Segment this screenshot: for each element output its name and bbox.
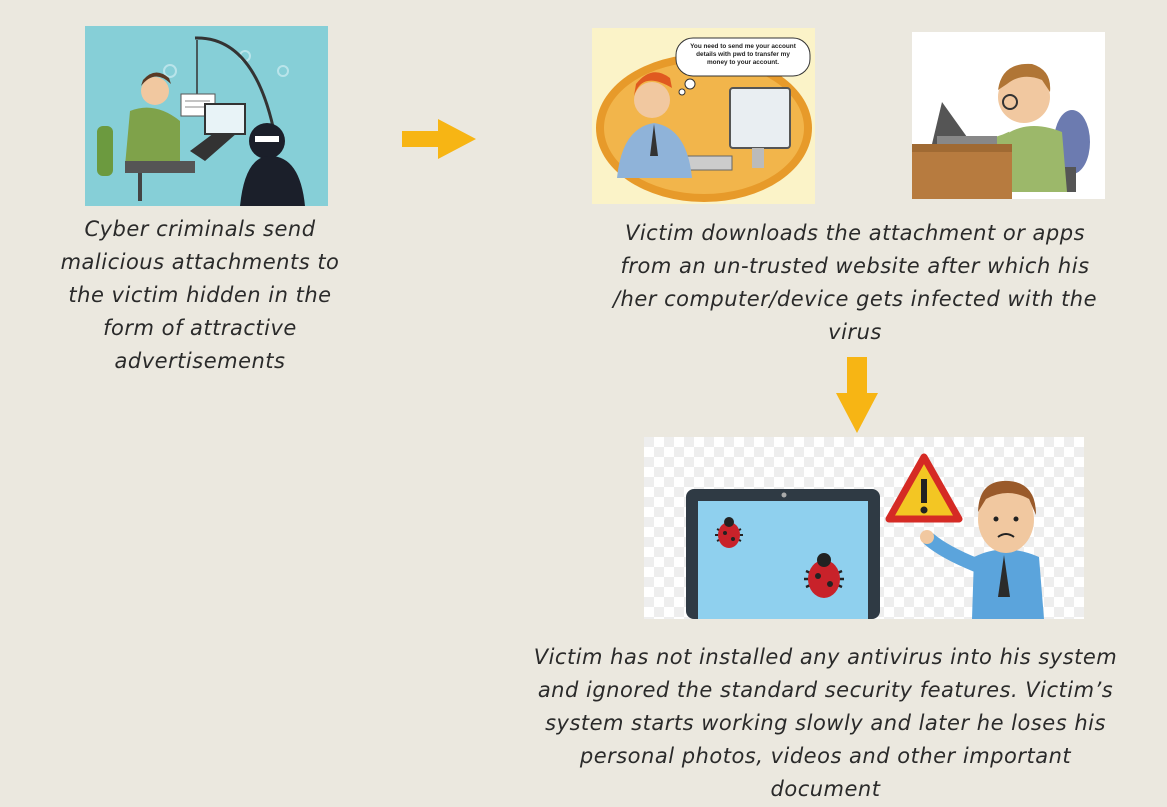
speech-bubble-text: You need to send me your account details… bbox=[690, 43, 796, 66]
infected-computer-illustration bbox=[644, 437, 1084, 619]
scam-message-illustration: You need to send me your account details… bbox=[592, 28, 815, 204]
step3-caption: Victim has not installed any antivirus i… bbox=[533, 645, 1118, 801]
step2-caption: Victim downloads the attachment or apps … bbox=[612, 221, 1098, 344]
victim-typing-illustration bbox=[912, 32, 1105, 199]
phishing-illustration bbox=[85, 26, 328, 206]
right-arrow-icon bbox=[402, 119, 476, 159]
down-arrow-icon bbox=[836, 357, 878, 433]
step1-caption: Cyber criminals send malicious attachmen… bbox=[60, 217, 340, 373]
